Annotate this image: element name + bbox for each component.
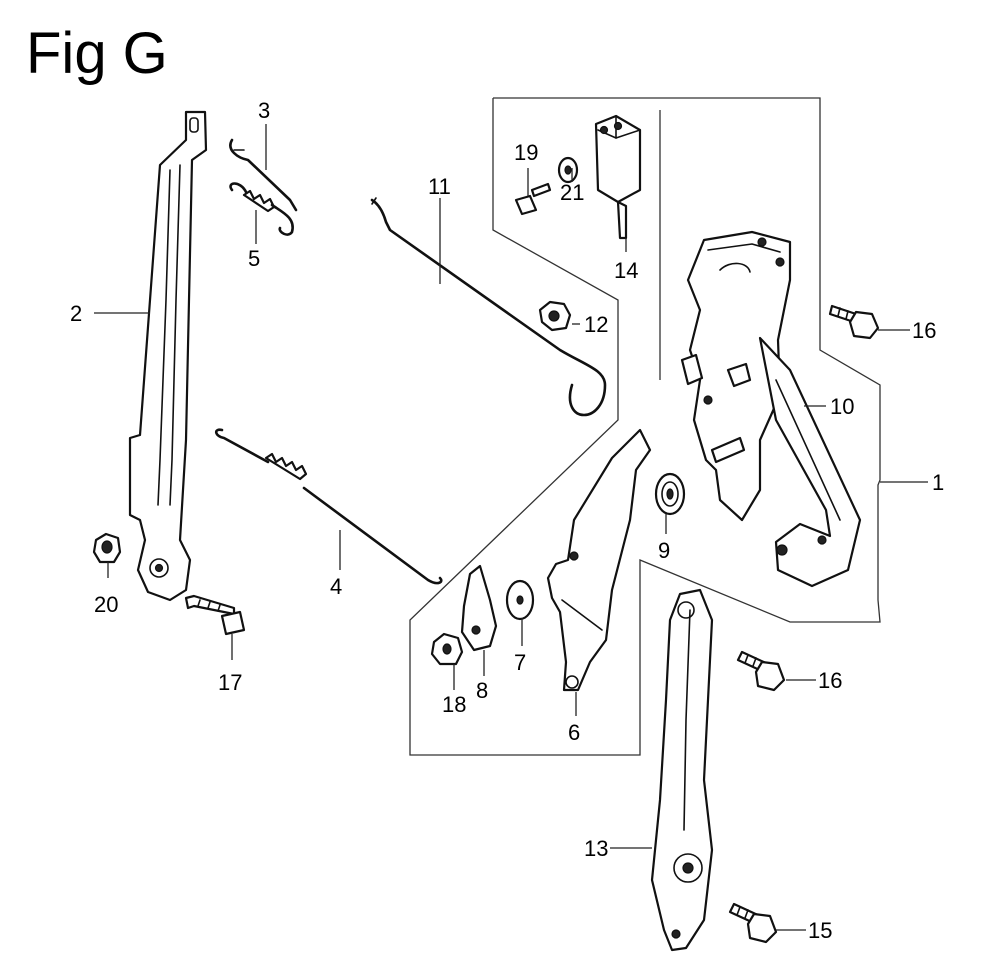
- part-11-rod: [370, 197, 607, 417]
- frame-upper-group: [409, 97, 881, 756]
- callout-part-20: 20: [94, 592, 118, 617]
- callout-labels: 1 2 3 4 5 6 7 8 9 10 11 12 13 14 15 16 1…: [70, 98, 944, 943]
- callout-part-18: 18: [442, 692, 466, 717]
- part-16b-flange-bolt: [736, 650, 786, 692]
- part-2-lever-arm: [128, 110, 208, 602]
- part-3-clip: [229, 138, 298, 212]
- callout-part-12: 12: [584, 312, 608, 337]
- figure-title: Fig G: [26, 21, 168, 86]
- part-13-lower-lever: [650, 588, 714, 952]
- callout-part-6: 6: [568, 720, 580, 745]
- part-19-screw: [514, 182, 552, 216]
- leader-lines: [94, 124, 928, 931]
- callout-part-13: 13: [584, 836, 608, 861]
- part-7-washer: [505, 579, 535, 621]
- callout-part-16-upper: 16: [912, 318, 936, 343]
- callout-part-3: 3: [258, 98, 270, 123]
- callout-part-15: 15: [808, 918, 832, 943]
- callout-part-9: 9: [658, 538, 670, 563]
- callout-part-19: 19: [514, 140, 538, 165]
- callout-part-14: 14: [614, 258, 638, 283]
- callout-part-2: 2: [70, 301, 82, 326]
- callout-part-4: 4: [330, 574, 342, 599]
- part-4-spring-rod: [214, 428, 443, 585]
- part-20-nut: [92, 532, 122, 564]
- part-18-nut: [430, 632, 464, 666]
- callout-part-5: 5: [248, 246, 260, 271]
- part-15-flange-bolt: [728, 902, 778, 944]
- part-8-small-lever: [460, 564, 498, 652]
- part-17-bolt: [184, 594, 246, 636]
- callout-part-7: 7: [514, 650, 526, 675]
- callout-part-16-lower: 16: [818, 668, 842, 693]
- part-10-bracket-arm: [758, 336, 862, 588]
- callout-part-17: 17: [218, 670, 242, 695]
- part-14-switch: [594, 114, 642, 240]
- part-9-washer: [654, 472, 686, 516]
- callout-part-21: 21: [560, 180, 584, 205]
- callout-part-1: 1: [932, 470, 944, 495]
- part-12-nut: [538, 300, 572, 332]
- part-6-throttle-lever: [546, 428, 652, 692]
- part-21-washer: [557, 156, 579, 184]
- part-1-control-bracket: [680, 230, 792, 522]
- callout-part-11: 11: [428, 174, 451, 199]
- part-16a-flange-bolt: [828, 304, 880, 340]
- callout-part-8: 8: [476, 678, 488, 703]
- part-5-spring: [229, 182, 294, 236]
- callout-part-10: 10: [830, 394, 854, 419]
